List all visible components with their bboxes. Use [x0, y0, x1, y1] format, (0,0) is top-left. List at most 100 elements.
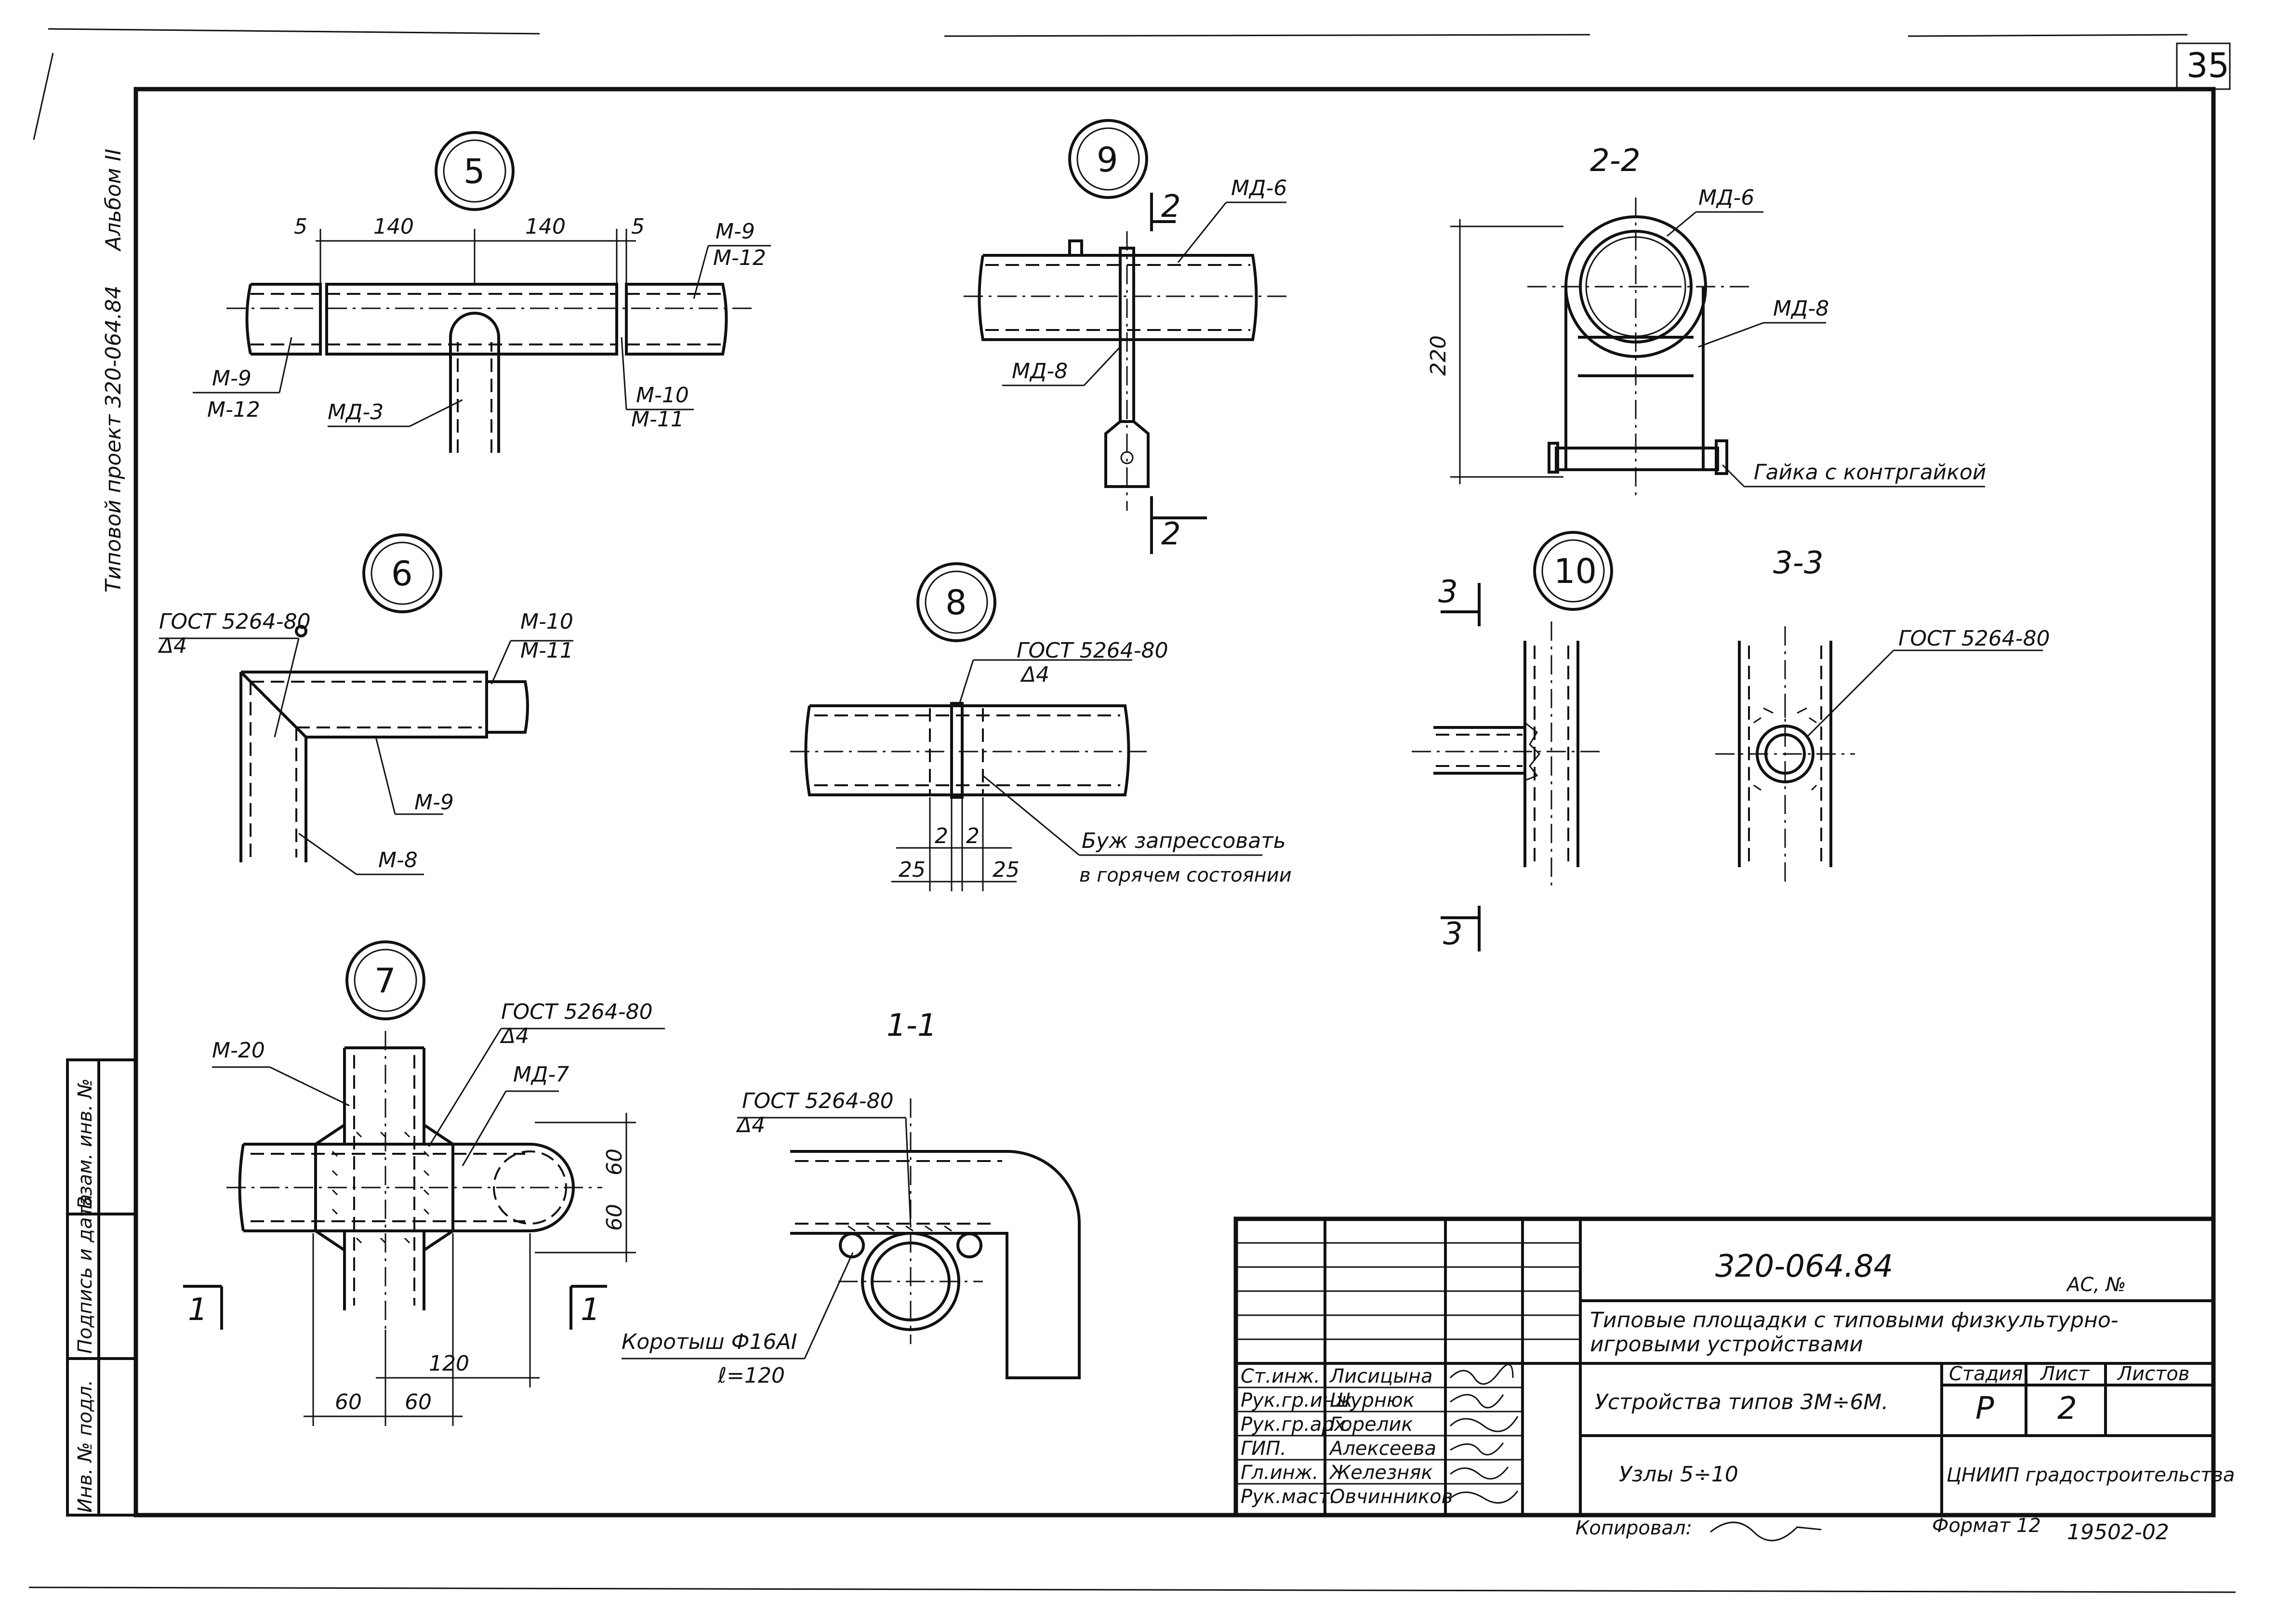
- title-block-title-line1: Типовые площадки с типовыми физкультурно…: [1590, 1308, 2119, 1333]
- node-5-dim-3: 140: [525, 214, 566, 239]
- copied-by-signature: [1710, 1521, 1822, 1542]
- section-3-3: 3-3 ГОСТ 5264-80: [1715, 545, 2050, 886]
- node-5-label-right-bottom: М-12: [713, 246, 766, 270]
- title-block-corner-note: АС, №: [2066, 1274, 2126, 1296]
- staff-role-3: Рук.гр.арх.: [1241, 1413, 1351, 1436]
- staff-name-3: Горелик: [1330, 1413, 1413, 1436]
- node-5-label-right-lower-bottom: М-11: [631, 407, 684, 432]
- order-number: 19502-02: [2067, 1520, 2169, 1545]
- staff-role-1: Ст.инж.: [1241, 1365, 1320, 1387]
- staff-name-5: Железняк: [1328, 1462, 1433, 1484]
- signatures: [1449, 1363, 1519, 1504]
- node-8-dim-3: 25: [899, 858, 926, 882]
- node-6-number: 6: [391, 554, 413, 594]
- node-5-label-right-lower-top: М-10: [636, 383, 689, 408]
- staff-name-1: Лисицына: [1329, 1365, 1433, 1387]
- side-inv-no: Инв. № подл.: [74, 1380, 96, 1513]
- node-8-weld: Δ4: [1020, 662, 1049, 687]
- side-sign-date: Подпись и дата: [74, 1194, 96, 1354]
- title-block-code: 320-064.84: [1715, 1249, 1893, 1284]
- title-block-stage-label: Стадия: [1949, 1363, 2023, 1385]
- node-5-label-right-top: М-9: [715, 219, 755, 244]
- node-10-section-top: 3: [1438, 574, 1458, 610]
- node-5-label-left-bottom: М-12: [207, 397, 260, 422]
- title-block-stage: Р: [1975, 1391, 1994, 1426]
- side-album: Альбом II: [101, 149, 126, 252]
- node-7-label-left: М-20: [212, 1038, 265, 1063]
- section-3-3-title: 3-3: [1773, 545, 1824, 581]
- node-6-label-mid: М-9: [414, 790, 454, 815]
- side-stamp: Альбом II Типовой проект 320-064.84 Инв.…: [66, 149, 137, 1517]
- section-2-2-label-top: МД-6: [1698, 185, 1754, 210]
- page-number: 35: [2186, 46, 2229, 85]
- staff-name-2: Шурнюк: [1330, 1389, 1415, 1412]
- node-8-dim-2: 2: [966, 824, 980, 848]
- title-block-org: ЦНИИП градостроительства: [1947, 1464, 2235, 1486]
- node-6-label-top: М-10: [520, 609, 573, 634]
- node-7-dim-v2: 60: [602, 1204, 627, 1231]
- node-8-dim-1: 2: [935, 824, 948, 848]
- section-1-1-weld: Δ4: [736, 1113, 765, 1137]
- title-block-sheets-label: Листов: [2117, 1363, 2189, 1385]
- section-1-1-short-len: ℓ=120: [717, 1363, 785, 1388]
- title-block: 320-064.84 АС, № Типовые площадки с типо…: [1233, 1216, 2235, 1545]
- node-7-section-left: 1: [188, 1292, 208, 1328]
- section-2-2-dim: 220: [1426, 335, 1451, 376]
- title-block-title-line2: игровыми устройствами: [1590, 1332, 1863, 1357]
- staff-role-5: Гл.инж.: [1241, 1462, 1318, 1484]
- staff-role-6: Рук.маст.: [1241, 1486, 1336, 1508]
- node-6-gost: ГОСТ 5264-80: [159, 609, 311, 634]
- node-6: 6 ГОСТ 5264-80 Δ4 М-10 М-11 М-9 М-8: [158, 533, 573, 875]
- node-8-dim-4: 25: [993, 858, 1020, 882]
- node-9-section-top: 2: [1161, 189, 1181, 224]
- side-project: Типовой проект 320-064.84: [101, 286, 126, 593]
- title-block-sheet-title: Узлы 5÷10: [1619, 1462, 1738, 1487]
- staff-name-6: Овчинников: [1330, 1486, 1453, 1508]
- staff-role-2: Рук.гр.инж.: [1241, 1389, 1359, 1412]
- node-5-label-branch: МД-3: [328, 400, 384, 424]
- node-5-label-left-top: М-9: [212, 366, 252, 391]
- node-9-number: 9: [1097, 140, 1118, 180]
- section-1-1-short-label: Коротыш Ф16АI: [622, 1330, 797, 1354]
- section-2-2-title: 2-2: [1590, 143, 1641, 179]
- title-block-sheet: 2: [2057, 1391, 2077, 1426]
- format-label: Формат 12: [1932, 1515, 2041, 1537]
- node-5-dim-2: 140: [373, 214, 414, 239]
- section-3-3-gost: ГОСТ 5264-80: [1898, 626, 2050, 651]
- node-7-dim-h3: 60: [405, 1390, 432, 1414]
- node-9-label-left: МД-8: [1012, 359, 1068, 383]
- title-block-subtitle: Устройства типов 3М÷6М.: [1595, 1390, 1888, 1414]
- node-7-dim-h1: 120: [429, 1351, 469, 1376]
- node-8-number: 8: [945, 583, 967, 622]
- node-7-weld: Δ4: [500, 1024, 529, 1048]
- section-1-1-gost: ГОСТ 5264-80: [742, 1089, 894, 1113]
- node-10-number: 10: [1554, 552, 1597, 591]
- section-2-2: 2-2 220 МД-6 МД-8 Гайка с контргайкой: [1426, 143, 1986, 501]
- node-8: 8 ГОСТ 5264-80 Δ4 2 2 25 25 Буж запрессо…: [790, 562, 1292, 891]
- node-6-label-top2: М-11: [520, 638, 573, 663]
- node-7-dim-h2: 60: [335, 1390, 362, 1414]
- node-5-dim-1: 5: [294, 214, 307, 239]
- node-8-note-line1: Буж запрессовать: [1082, 829, 1286, 853]
- node-5-dim-4: 5: [631, 214, 645, 239]
- section-1-1: 1-1 ГОСТ 5264-80 Δ4 Коротыш Ф16АI ℓ=120: [622, 1008, 1081, 1388]
- section-2-2-label-mid: МД-8: [1773, 296, 1829, 321]
- node-7-label-right: МД-7: [513, 1062, 569, 1087]
- node-5-number: 5: [464, 152, 485, 191]
- staff-name-4: Алексеева: [1328, 1438, 1436, 1460]
- node-5: 5 5 140 140 5 М-9 М-12 М-9 М-12 МД-3 М-1…: [193, 131, 771, 453]
- section-2-2-label-nut: Гайка с контргайкой: [1754, 460, 1986, 485]
- node-6-weld: Δ4: [158, 634, 187, 658]
- staff-role-4: ГИП.: [1241, 1438, 1286, 1460]
- node-8-note-line2: в горячем состоянии: [1079, 864, 1292, 886]
- node-7: 7 ГОСТ 5264-80 Δ4 М-20 МД-7 60 60 120: [183, 940, 665, 1426]
- node-9-label-top: МД-6: [1231, 176, 1287, 200]
- section-1-1-title: 1-1: [887, 1008, 937, 1043]
- node-7-section-right: 1: [581, 1292, 600, 1328]
- sheet-frame: 35: [28, 28, 2236, 1593]
- node-8-gost: ГОСТ 5264-80: [1017, 638, 1168, 663]
- copied-by-label: Копировал:: [1576, 1517, 1692, 1539]
- node-9-section-bottom: 2: [1161, 516, 1181, 552]
- node-9: 9 2 2 МД-6 МД-8: [964, 119, 1291, 554]
